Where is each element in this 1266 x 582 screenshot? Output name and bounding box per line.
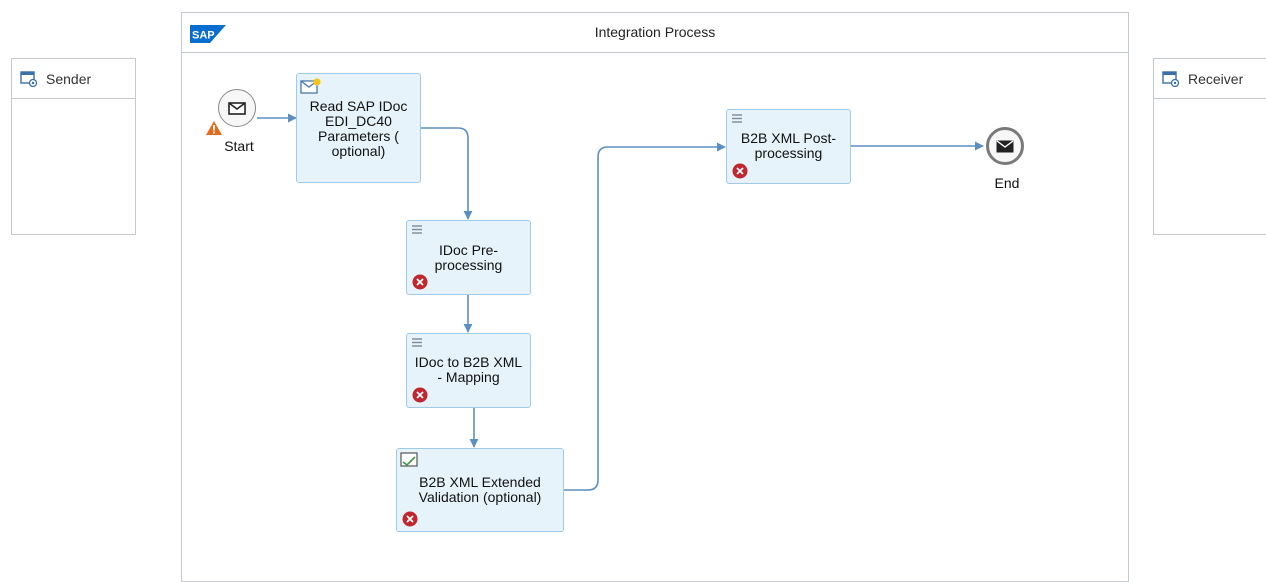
end-label: End (994, 175, 1020, 191)
sender-label: Sender (46, 70, 92, 87)
step-b2b-xml-validation[interactable]: B2B XML Extended Validation (optional) (396, 448, 564, 532)
warning-icon[interactable] (206, 121, 222, 135)
flow-read-to-preprocessing (421, 127, 473, 220)
envelope-icon (228, 101, 246, 115)
error-icon[interactable] (412, 387, 428, 403)
pool-header: SAP Integration Process (182, 13, 1128, 53)
step-read-sap-idoc[interactable]: Read SAP IDoc EDI_DC40 Parameters ( opti… (296, 73, 421, 183)
step-label-line: processing (754, 145, 823, 161)
error-icon[interactable] (412, 274, 428, 290)
step-label-line: processing (434, 257, 503, 273)
step-label-line: EDI_DC40 (325, 113, 392, 129)
receiver-participant[interactable]: Receiver (1153, 58, 1266, 235)
receiver-label: Receiver (1188, 70, 1244, 87)
step-label-line: Validation (optional) (418, 489, 542, 505)
receiver-header: Receiver (1154, 59, 1266, 99)
end-event[interactable] (986, 127, 1024, 165)
flow-validation-to-postprocessing (564, 142, 726, 491)
process-call-icon (412, 338, 422, 347)
envelope-filled-icon (996, 139, 1014, 152)
step-label-line: - Mapping (437, 369, 500, 385)
sender-participant[interactable]: Sender (11, 58, 136, 235)
step-label-line: Parameters ( (318, 128, 399, 144)
step-label-line: B2B XML Post- (740, 130, 837, 146)
step-idoc-pre-processing[interactable]: IDoc Pre- processing (406, 220, 531, 295)
participant-icon (1162, 70, 1180, 87)
error-icon[interactable] (732, 163, 748, 179)
process-call-icon (412, 225, 422, 234)
error-icon[interactable] (402, 511, 418, 527)
step-b2b-xml-post-processing[interactable]: B2B XML Post- processing (726, 109, 851, 184)
start-label: Start (224, 138, 254, 154)
pool-title: Integration Process (594, 24, 716, 40)
step-label-line: Read SAP IDoc (309, 98, 408, 114)
validator-icon (400, 452, 418, 467)
step-label-line: IDoc Pre- (438, 242, 499, 258)
step-label-line: optional) (331, 143, 386, 159)
sap-logo-icon: SAP (190, 25, 226, 43)
start-event[interactable] (218, 89, 256, 127)
step-idoc-to-b2b-mapping[interactable]: IDoc to B2B XML - Mapping (406, 333, 531, 408)
content-modifier-icon (300, 78, 321, 94)
sender-header: Sender (12, 59, 135, 99)
participant-icon (20, 70, 38, 87)
step-label-line: B2B XML Extended (419, 474, 541, 490)
step-label-line: IDoc to B2B XML (414, 354, 523, 370)
sap-logo-text: SAP (192, 30, 215, 42)
process-call-icon (732, 114, 742, 123)
